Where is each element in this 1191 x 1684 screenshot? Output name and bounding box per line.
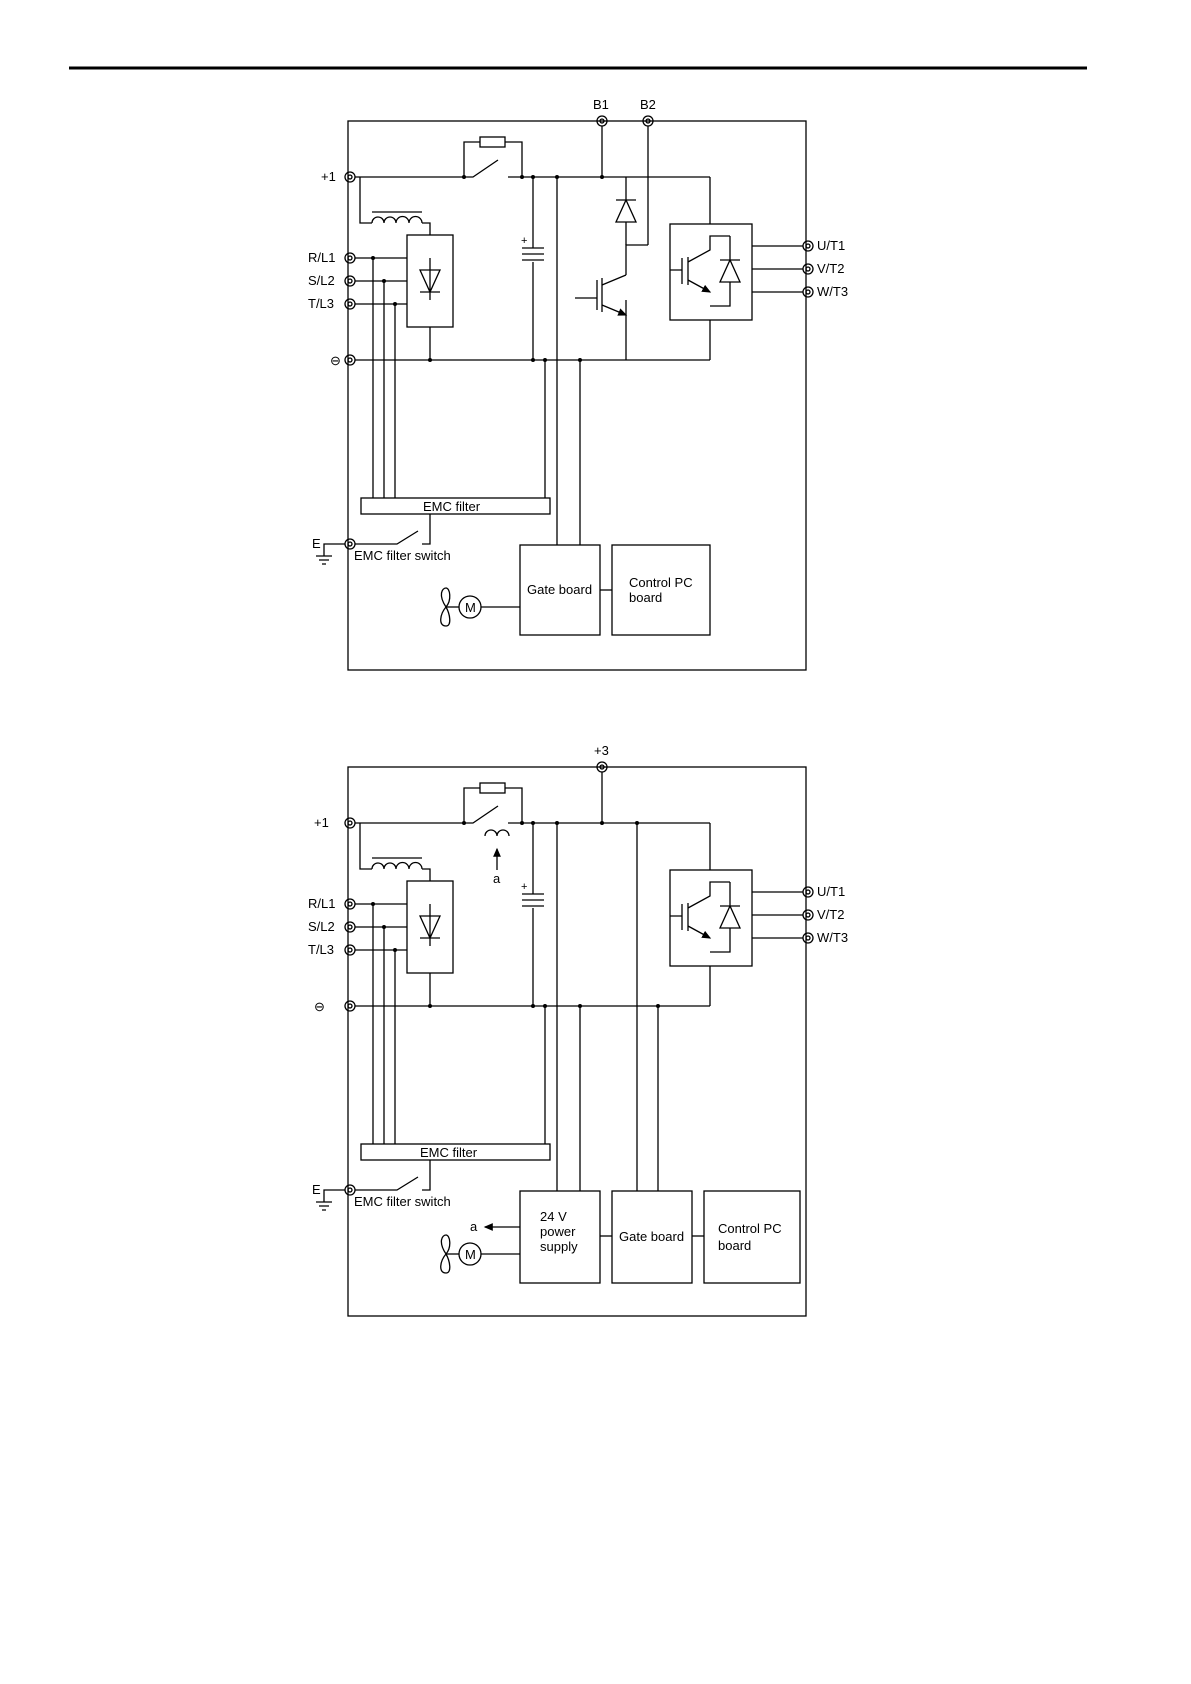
terminal-minus: [345, 355, 355, 365]
gate-board-label-2: Gate board: [619, 1229, 684, 1244]
diagram-1: B1 B2 +1 R/L1 S/L2 T/L3 ⊖ U/T1 V/T2 W/T3…: [308, 97, 848, 670]
terminal-r-2: [345, 899, 355, 909]
fan-icon: [441, 588, 459, 626]
label-plus1: +1: [321, 169, 336, 184]
fan-icon: [441, 1235, 459, 1273]
ps-label-3: supply: [540, 1239, 578, 1254]
label-v: V/T2: [817, 261, 844, 276]
label-e: E: [312, 536, 321, 551]
terminal-w: [803, 287, 813, 297]
label-b1: B1: [593, 97, 609, 112]
label-t: T/L3: [308, 296, 334, 311]
label-plus3: +3: [594, 743, 609, 758]
charge-resistor: [480, 137, 505, 147]
terminal-plus1: [345, 172, 355, 182]
label-e-2: E: [312, 1182, 321, 1197]
control-board-label-1: Control PC: [629, 575, 693, 590]
terminal-v: [803, 264, 813, 274]
control-board-label-2: board: [629, 590, 662, 605]
terminal-u-2: [803, 887, 813, 897]
label-plus1-2: +1: [314, 815, 329, 830]
terminal-plus1-2: [345, 818, 355, 828]
terminal-s-2: [345, 922, 355, 932]
label-s: S/L2: [308, 273, 335, 288]
control-board-label-2b: board: [718, 1238, 751, 1253]
label-w: W/T3: [817, 284, 848, 299]
control-board-label-2a: Control PC: [718, 1221, 782, 1236]
cap-plus: +: [521, 235, 527, 247]
label-b2: B2: [640, 97, 656, 112]
label-v-2: V/T2: [817, 907, 844, 922]
terminal-v-2: [803, 910, 813, 920]
terminal-t: [345, 299, 355, 309]
label-u-2: U/T1: [817, 884, 845, 899]
diagram-2: +3 +1 R/L1 S/L2 T/L3 ⊖ U/T1 V/T2 W/T3 E …: [308, 743, 848, 1316]
cap-plus-2: +: [521, 881, 527, 893]
emc-switch-label-2: EMC filter switch: [354, 1194, 451, 1209]
charge-resistor-2: [480, 783, 505, 793]
terminal-w-2: [803, 933, 813, 943]
label-minus-2: ⊖: [314, 999, 325, 1014]
terminal-s: [345, 276, 355, 286]
terminal-t-2: [345, 945, 355, 955]
ps-label-1: 24 V: [540, 1209, 567, 1224]
label-w-2: W/T3: [817, 930, 848, 945]
emc-filter-label: EMC filter: [423, 499, 481, 514]
label-r-2: R/L1: [308, 896, 335, 911]
terminal-u: [803, 241, 813, 251]
gate-board-label: Gate board: [527, 582, 592, 597]
brake-transistor-icon: [575, 275, 626, 315]
label-u: U/T1: [817, 238, 845, 253]
terminal-minus-2: [345, 1001, 355, 1011]
emc-switch-label: EMC filter switch: [354, 548, 451, 563]
label-t-2: T/L3: [308, 942, 334, 957]
ct-label: a: [493, 871, 501, 886]
emc-filter-label-2: EMC filter: [420, 1145, 478, 1160]
label-minus: ⊖: [330, 353, 341, 368]
control-pc-board-2: [704, 1191, 800, 1283]
fan-motor-label: M: [465, 600, 476, 615]
label-s-2: S/L2: [308, 919, 335, 934]
ps-out-label: a: [470, 1219, 478, 1234]
ps-label-2: power: [540, 1224, 576, 1239]
label-r: R/L1: [308, 250, 335, 265]
terminal-r: [345, 253, 355, 263]
fan-motor-label-2: M: [465, 1247, 476, 1262]
